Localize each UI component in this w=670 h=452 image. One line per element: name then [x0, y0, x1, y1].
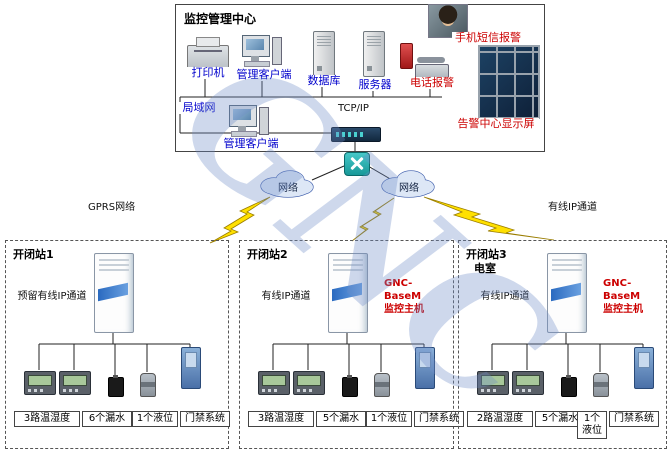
- right-cloud-label: 网络: [399, 183, 419, 194]
- control-center-box: 监控管理中心 打印机 管理客户端 数据库 服务器 电话报警 手机短信报警 告警中…: [175, 4, 545, 152]
- server-label: 服务器: [350, 78, 400, 92]
- left-cloud-label: 网络: [278, 183, 298, 194]
- monitoring-host-icon: [547, 253, 587, 333]
- station-title: 开闭站3: [466, 248, 507, 261]
- core-router-icon: [344, 152, 370, 176]
- level-sensor-icon: [374, 373, 390, 397]
- phone-alarm-label: 电话报警: [408, 76, 456, 90]
- temp-humidity-meter-icon: [293, 371, 325, 395]
- station-title: 开闭站2: [247, 248, 288, 261]
- door-access-icon: [181, 347, 201, 389]
- management-client2-icon: [229, 105, 269, 137]
- station-2: 开闭站2 有线IP通道 GNC-BaseM 监控主机 3路温湿度 5个漏水 1个…: [239, 240, 464, 449]
- management-client-icon: [242, 35, 282, 67]
- channel-label: 有线IP通道: [261, 291, 311, 302]
- person-photo: [428, 4, 468, 38]
- gprs-network-label: GPRS网络: [88, 202, 136, 213]
- door-access-icon: [415, 347, 435, 389]
- station-3: 开闭站3 电室 有线IP通道 GNC-BaseM 监控主机 2路温湿度 5个漏水…: [458, 240, 667, 449]
- lightning-bolt-right: [423, 196, 555, 241]
- level-sensor-icon: [140, 373, 156, 397]
- channel-label: 预留有线IP通道: [17, 291, 87, 302]
- client1-label: 管理客户端: [234, 68, 294, 82]
- database-server-icon: [313, 31, 335, 77]
- channel-label: 有线IP通道: [480, 291, 530, 302]
- leak-sensor-icon: [108, 375, 124, 397]
- tcpip-label: TCP/IP: [338, 103, 369, 114]
- door-access-icon: [634, 347, 654, 389]
- temp-humidity-meter-icon: [59, 371, 91, 395]
- monitor-icon: [229, 105, 257, 131]
- control-center-title: 监控管理中心: [184, 12, 257, 26]
- host-label: GNC-BaseM 监控主机: [384, 278, 424, 315]
- sensor-label: 6个漏水: [82, 411, 132, 427]
- sensor-label: 5个漏水: [316, 411, 366, 427]
- wired-ip-label: 有线IP通道: [548, 202, 597, 213]
- station-title: 开闭站1: [13, 248, 54, 261]
- sensor-label: 1个液位: [132, 411, 178, 427]
- leak-sensor-icon: [561, 375, 577, 397]
- sensor-label: 3路温湿度: [14, 411, 80, 427]
- station-subtitle: 电室: [474, 262, 496, 275]
- temp-humidity-meter-icon: [24, 371, 56, 395]
- display-wall-label: 告警中心显示屏: [453, 117, 539, 131]
- station-lines: [38, 330, 644, 376]
- sensor-label: 1个液位: [366, 411, 412, 427]
- network-cloud-right: [381, 170, 435, 198]
- sms-alarm-label: 手机短信报警: [452, 31, 524, 45]
- sensor-label: 门禁系统: [180, 411, 230, 427]
- sensor-label: 2路温湿度: [467, 411, 533, 427]
- lan-label: 局域网: [179, 101, 219, 115]
- sensor-label: 3路温湿度: [248, 411, 314, 427]
- monitoring-host-icon: [328, 253, 368, 333]
- monitoring-host-icon: [94, 253, 134, 333]
- lightning-bolt-left: [209, 196, 271, 244]
- host-label: GNC-BaseM 监控主机: [603, 278, 643, 315]
- monitor-icon: [242, 35, 270, 61]
- temp-humidity-meter-icon: [477, 371, 509, 395]
- sensor-label: 1个液位: [577, 411, 607, 439]
- server-icon: [363, 31, 385, 77]
- alarm-display-wall-icon: [478, 45, 540, 119]
- lightning-bolt-mid: [351, 197, 395, 242]
- sensor-label: 门禁系统: [414, 411, 464, 427]
- bus-lines: [179, 78, 442, 181]
- leak-sensor-icon: [342, 375, 358, 397]
- database-label: 数据库: [301, 74, 347, 88]
- network-cloud-left: [260, 170, 314, 198]
- temp-humidity-meter-icon: [258, 371, 290, 395]
- lightning-bolts: [209, 196, 555, 244]
- printer-label: 打印机: [178, 66, 238, 80]
- station-1: 开闭站1 预留有线IP通道 3路温湿度 6个漏水 1个液位 门禁系统: [5, 240, 230, 449]
- level-sensor-icon: [593, 373, 609, 397]
- sensor-label: 门禁系统: [609, 411, 659, 427]
- temp-humidity-meter-icon: [512, 371, 544, 395]
- client2-label: 管理客户端: [221, 137, 281, 151]
- network-switch-icon: [331, 127, 381, 142]
- alarm-beacon-icon: [400, 43, 413, 69]
